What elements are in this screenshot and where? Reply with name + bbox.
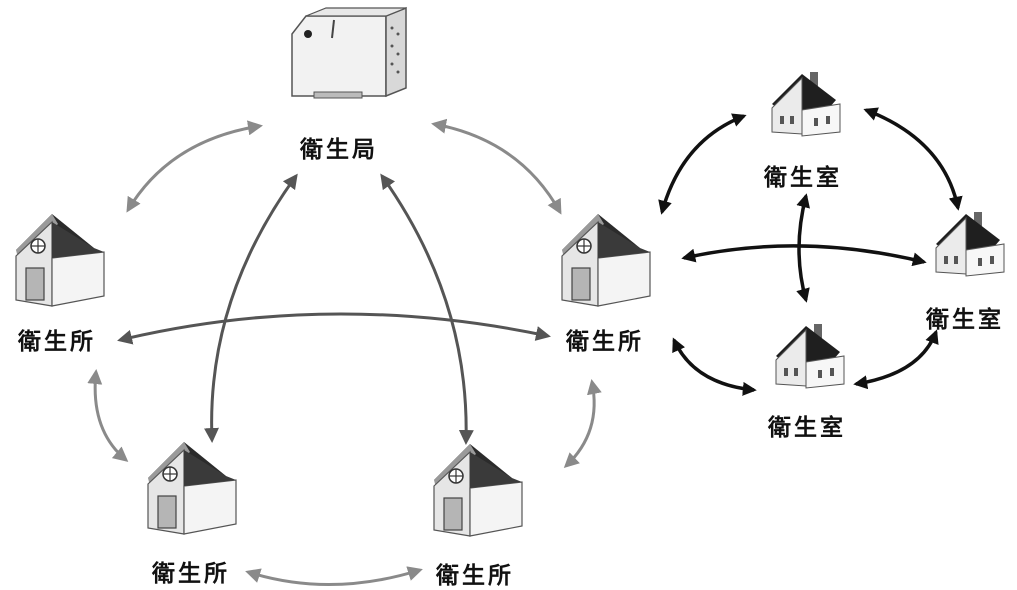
room-bottom-label: 衛生室 — [768, 414, 846, 441]
station-left-label: 衛生所 — [18, 328, 96, 355]
room-right-label: 衛生室 — [926, 306, 1004, 333]
arrow-station-right-to-room-right — [681, 244, 927, 267]
arrow-station-right-to-room-bottom — [672, 337, 757, 396]
arrow-bureau-to-bottom-left — [203, 173, 298, 443]
arrow-bottom-left-to-bottom-right — [245, 566, 423, 586]
room-top-label: 衛生室 — [764, 164, 842, 191]
health-station-house-icon — [147, 441, 237, 535]
station-bottom-right-label: 衛生所 — [436, 562, 514, 589]
health-station-house-icon — [561, 213, 651, 307]
health-station-house-icon — [15, 213, 105, 307]
arrow-station-right-to-room-top — [658, 113, 747, 215]
arrow-room-top-to-room-right — [863, 107, 963, 211]
arrow-room-top-to-room-bottom — [796, 193, 810, 303]
arrow-station-left-to-station-right — [117, 312, 551, 345]
arrow-bureau-to-station-right — [431, 118, 562, 215]
station-bottom-left-label: 衛生所 — [152, 560, 230, 587]
health-station-house-icon — [433, 443, 523, 537]
arrow-right-to-bottom-right — [563, 379, 602, 469]
arrow-left-to-bottom-left — [87, 369, 129, 462]
health-room-house-icon — [935, 211, 1005, 277]
building-icon — [291, 6, 407, 99]
arrow-bureau-to-bottom-right — [380, 173, 474, 445]
arrow-bureau-to-station-left — [126, 120, 263, 213]
health-room-house-icon — [771, 71, 841, 137]
health-room-house-icon — [775, 323, 845, 389]
bureau-label: 衛生局 — [300, 136, 378, 163]
arrow-room-right-to-room-bottom — [853, 329, 939, 390]
station-right-label: 衛生所 — [566, 328, 644, 355]
